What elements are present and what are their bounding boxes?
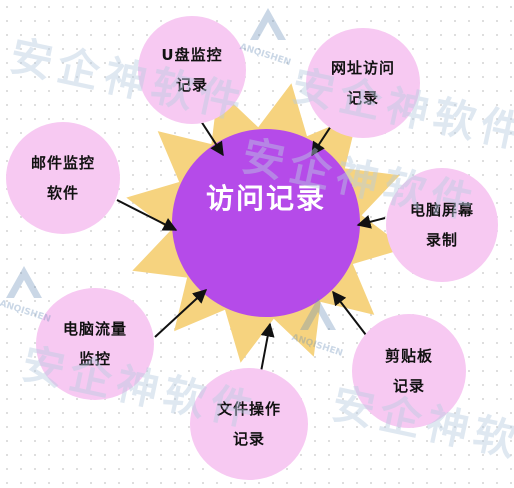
node-label-file: 文件操作 记录 <box>216 400 281 448</box>
node-screen-recording: 电脑屏幕 录制 <box>386 168 498 282</box>
node-file-operations: 文件操作 记录 <box>190 368 308 480</box>
node-label-traffic: 电脑流量 监控 <box>62 320 127 368</box>
arrow-clipboard <box>332 290 367 336</box>
node-label-usb: U盘监控 记录 <box>161 46 223 94</box>
node-traffic-monitoring: 电脑流量 监控 <box>36 288 154 400</box>
center-circle <box>172 129 360 317</box>
arrow-file <box>259 322 275 378</box>
node-web-access: 网址访问 记录 <box>306 28 420 138</box>
node-label-clipboard: 剪贴板 记录 <box>384 347 433 395</box>
node-label-screen: 电脑屏幕 录制 <box>409 201 474 249</box>
node-email-monitoring: 邮件监控 软件 <box>6 122 120 234</box>
arrow-screen <box>356 215 386 229</box>
node-clipboard: 剪贴板 记录 <box>352 314 466 428</box>
arrow-traffic <box>154 289 208 338</box>
node-usb-monitoring: U盘监控 记录 <box>138 16 246 124</box>
node-label-web: 网址访问 记录 <box>330 59 395 107</box>
arrow-usb <box>198 117 224 157</box>
center-label: 访问记录 <box>205 182 326 215</box>
node-label-email: 邮件监控 软件 <box>30 154 95 202</box>
arrow-email <box>116 199 178 231</box>
